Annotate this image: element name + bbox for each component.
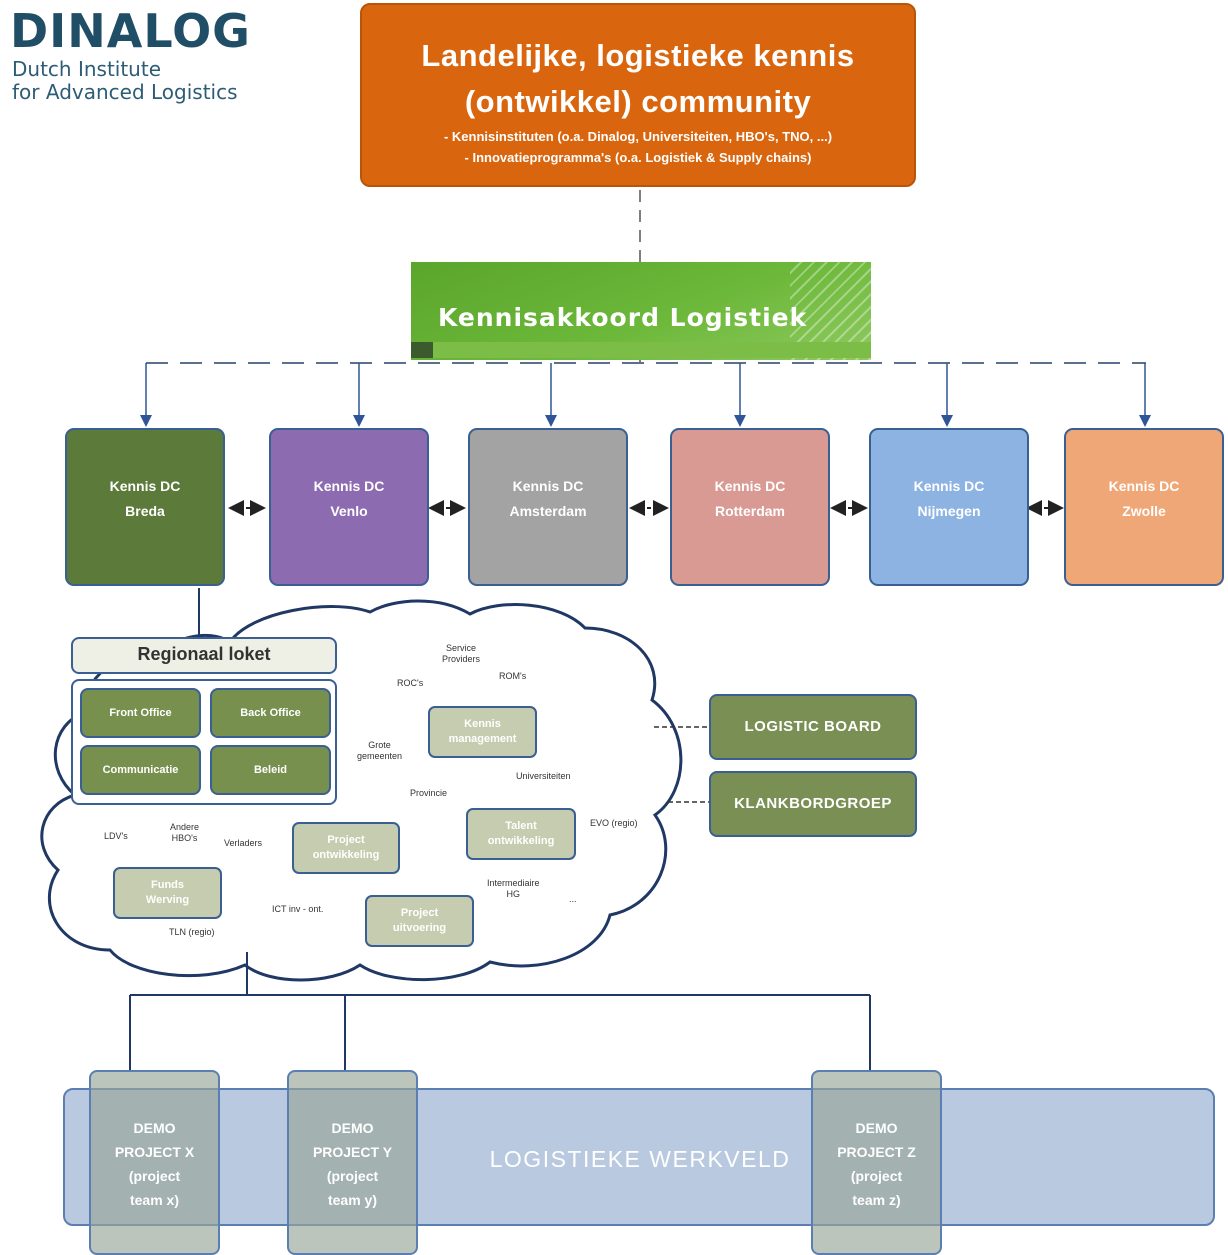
demo-line: team x) xyxy=(129,1192,180,1208)
label-andere-hbos: Andere HBO's xyxy=(170,822,199,844)
demo-line: team y) xyxy=(327,1192,378,1208)
werkveld-title: LOGISTIEKE WERKVELD xyxy=(489,1146,791,1172)
demo-project-y: DEMO PROJECT Y (project team y) xyxy=(287,1070,418,1255)
dc-label: Kennis DC xyxy=(313,478,385,494)
front-office-box: Front Office xyxy=(80,688,201,738)
box-line: Project xyxy=(400,907,439,919)
label-universiteiten: Universiteiten xyxy=(516,771,571,781)
label-ellipsis: ... xyxy=(569,894,577,904)
logistic-board-box: LOGISTIC BOARD xyxy=(709,694,917,760)
box-line: Funds xyxy=(151,879,184,891)
back-office-box: Back Office xyxy=(210,688,331,738)
demo-line: DEMO xyxy=(855,1120,898,1136)
dc-amsterdam: Kennis DC Amsterdam xyxy=(468,428,628,586)
demo-line: (project xyxy=(326,1168,379,1184)
community-title: Landelijke, logistieke kennis (ontwikkel… xyxy=(362,33,914,125)
dc-label: Kennis DC xyxy=(913,478,985,494)
box-line: Project xyxy=(327,834,365,846)
label-verladers: Verladers xyxy=(224,838,263,848)
dc-venlo: Kennis DC Venlo xyxy=(269,428,429,586)
label-roms: ROM's xyxy=(499,671,527,681)
talentontwikkeling-box: Talent ontwikkeling xyxy=(466,808,576,860)
logo-sub-line2: for Advanced Logistics xyxy=(12,80,238,104)
demo-line: PROJECT Y xyxy=(312,1144,393,1160)
loket-title-box xyxy=(71,637,337,674)
label-line: Grote xyxy=(368,740,391,750)
community-line2: - Innovatieprogramma's (o.a. Logistiek &… xyxy=(464,150,812,165)
label-grote-gemeenten: Grote gemeenten xyxy=(357,740,402,762)
community-title-line2: (ontwikkel) community xyxy=(464,84,812,119)
box-line: management xyxy=(448,733,517,745)
logo-subtitle: Dutch Institute for Advanced Logistics xyxy=(12,58,238,104)
beleid-box: Beleid xyxy=(210,745,331,795)
label-ict: ICT inv - ont. xyxy=(272,904,324,914)
dc-city: Rotterdam xyxy=(714,503,785,519)
funds-werving-box: Funds Werving xyxy=(113,867,222,919)
demo-project-z: DEMO PROJECT Z (project team z) xyxy=(811,1070,942,1255)
community-title-line1: Landelijke, logistieke kennis xyxy=(421,38,855,73)
demo-line: DEMO xyxy=(331,1120,374,1136)
community-line1: - Kennisinstituten (o.a. Dinalog, Univer… xyxy=(443,129,833,144)
banner-title: Kennisakkoord Logistiek xyxy=(438,303,808,332)
dc-city: Venlo xyxy=(330,503,368,519)
label-line: Andere xyxy=(170,822,200,832)
demo-line: (project xyxy=(850,1168,903,1184)
box-line: Werving xyxy=(145,894,190,906)
banner-strip xyxy=(411,342,871,358)
klankbordgroep-box: KLANKBORDGROEP xyxy=(709,771,917,837)
box-line: Talent xyxy=(505,820,537,832)
communicatie-box: Communicatie xyxy=(80,745,201,795)
box-line: uitvoering xyxy=(392,922,447,934)
box-line: Kennis xyxy=(464,718,501,730)
label-line: HBO's xyxy=(171,833,198,843)
label-service-providers: Service Providers xyxy=(442,643,480,665)
box-line: ontwikkeling xyxy=(487,835,555,847)
banner-dark-block xyxy=(411,342,433,358)
dc-zwolle: Kennis DC Zwolle xyxy=(1064,428,1224,586)
label-intermediaire-hg: Intermediaire HG xyxy=(487,878,540,900)
dc-city: Breda xyxy=(125,503,165,519)
label-line: Intermediaire xyxy=(487,878,540,888)
label-tln: TLN (regio) xyxy=(169,927,215,937)
project-uitvoering-box: Project uitvoering xyxy=(365,895,474,947)
label-provincie: Provincie xyxy=(410,788,448,798)
logo-title: DINALOG xyxy=(10,4,251,58)
kennismanagement-box: Kennis management xyxy=(428,706,537,758)
label-ldvs: LDV's xyxy=(104,831,128,841)
logo-sub-line1: Dutch Institute xyxy=(12,57,162,81)
label-line: gemeenten xyxy=(357,751,403,761)
dc-label: Kennis DC xyxy=(109,478,181,494)
dc-rotterdam: Kennis DC Rotterdam xyxy=(670,428,830,586)
dc-nijmegen: Kennis DC Nijmegen xyxy=(869,428,1029,586)
box-line: ontwikkeling xyxy=(312,849,380,861)
dc-city: Amsterdam xyxy=(509,503,587,519)
label-evo: EVO (regio) xyxy=(590,818,638,828)
dc-label: Kennis DC xyxy=(512,478,584,494)
project-ontwikkeling-box: Project ontwikkeling xyxy=(292,822,400,874)
label-line: Providers xyxy=(442,654,481,664)
dc-city: Nijmegen xyxy=(917,503,981,519)
label-line: Service xyxy=(446,643,477,653)
loket-title: Regionaal loket xyxy=(137,644,271,664)
dc-label: Kennis DC xyxy=(1108,478,1180,494)
logistieke-werkveld xyxy=(63,1088,1215,1226)
label-line: HG xyxy=(506,889,521,899)
demo-line: (project xyxy=(128,1168,181,1184)
dc-label: Kennis DC xyxy=(714,478,786,494)
demo-line: DEMO xyxy=(133,1120,176,1136)
demo-line: PROJECT X xyxy=(114,1144,195,1160)
dc-breda: Kennis DC Breda xyxy=(65,428,225,586)
label-rocs: ROC's xyxy=(397,678,424,688)
demo-project-x: DEMO PROJECT X (project team x) xyxy=(89,1070,220,1255)
demo-line: team z) xyxy=(852,1192,901,1208)
demo-line: PROJECT Z xyxy=(837,1144,916,1160)
dc-city: Zwolle xyxy=(1122,503,1166,519)
community-box: Landelijke, logistieke kennis (ontwikkel… xyxy=(360,3,916,187)
